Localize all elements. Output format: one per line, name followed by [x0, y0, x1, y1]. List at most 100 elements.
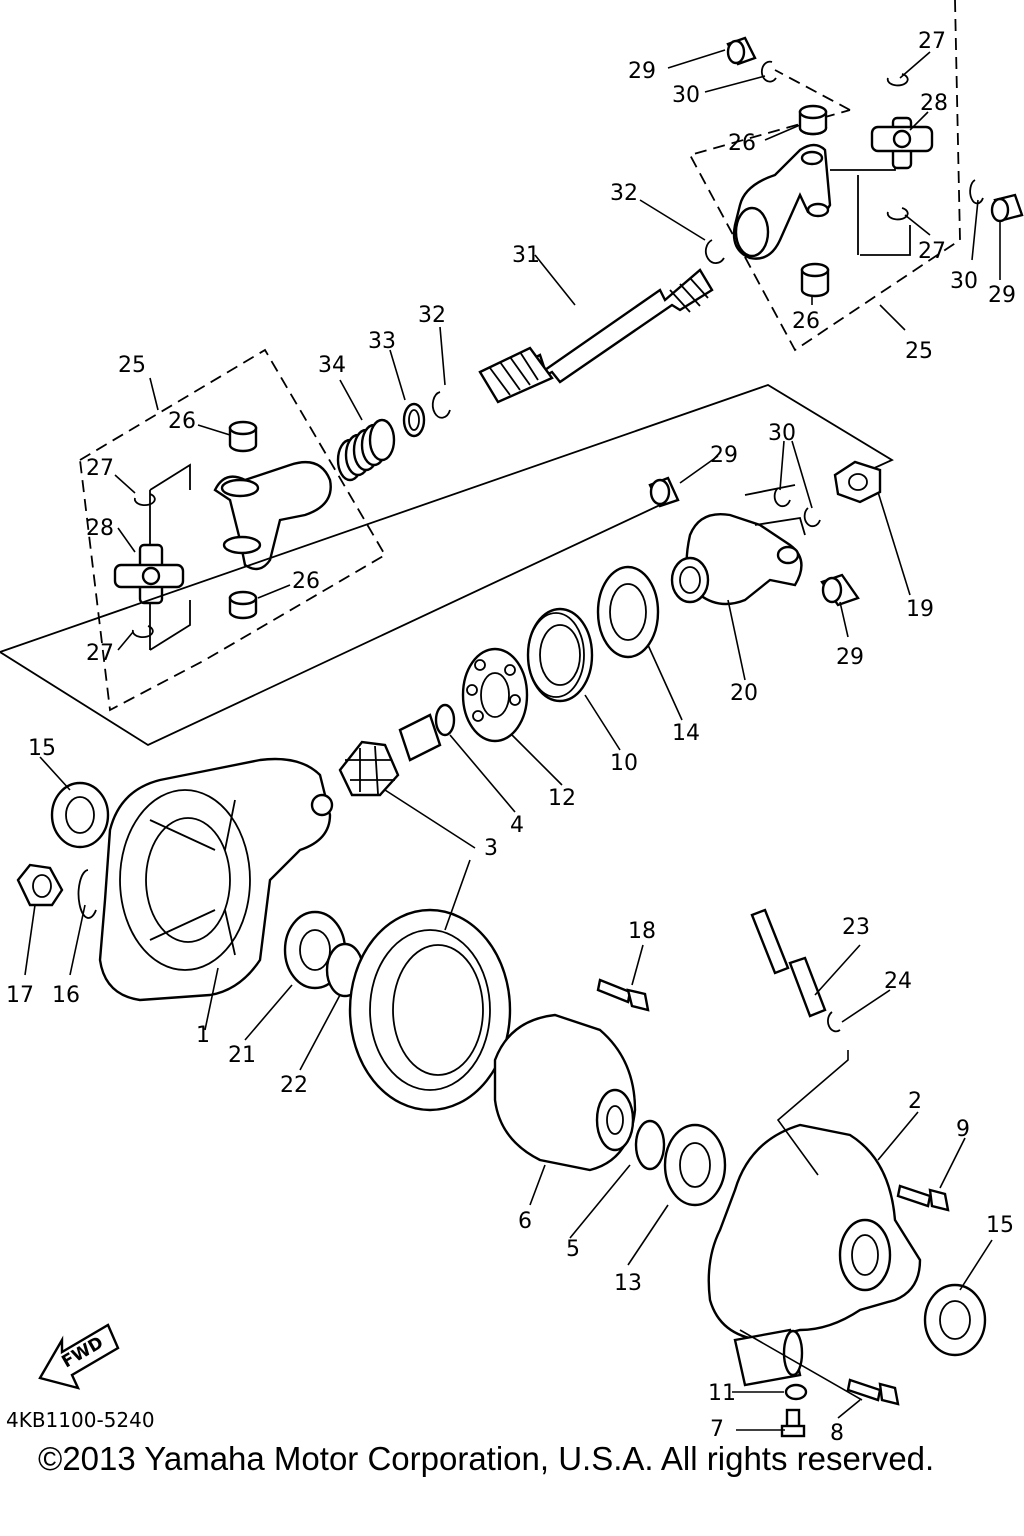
- callout-17: 17: [6, 983, 34, 1008]
- callout-31: 31: [512, 243, 540, 268]
- callout-13: 13: [614, 1271, 642, 1296]
- callout-32: 32: [418, 303, 446, 328]
- callout-26: 26: [792, 309, 820, 334]
- callout-19: 19: [906, 597, 934, 622]
- fwd-arrow: FWD: [38, 1323, 120, 1390]
- clip-24: [827, 1011, 841, 1033]
- bearing-cap-26-left-top: [228, 420, 258, 453]
- oil-seal-14: [596, 565, 660, 659]
- copyright-notice: ©2013 Yamaha Motor Corporation, U.S.A. A…: [38, 1440, 934, 1477]
- spring-34: [336, 418, 396, 482]
- callout-7: 7: [710, 1417, 724, 1442]
- bolt-9: [896, 1184, 950, 1212]
- circlip-30-mid-b: [803, 507, 821, 528]
- callout-14: 14: [672, 721, 700, 746]
- oil-seal-15-right: [923, 1283, 987, 1357]
- callout-28: 28: [920, 91, 948, 116]
- circlip-27-upper: [886, 73, 909, 87]
- bolt-18: [596, 978, 650, 1012]
- callout-10: 10: [610, 751, 638, 776]
- leader-lines: [24, 49, 1001, 1431]
- drain-bolt-7: [780, 1408, 806, 1438]
- differential-6: [493, 1013, 637, 1172]
- bearing-13: [663, 1123, 727, 1207]
- circlip-27-left-bottom: [131, 625, 154, 639]
- callout-27: 27: [86, 456, 114, 481]
- callout-29: 29: [988, 283, 1016, 308]
- callout-27: 27: [918, 29, 946, 54]
- callout-29: 29: [836, 645, 864, 670]
- diagram-code: 4KB1100-5240: [6, 1408, 155, 1432]
- callout-26: 26: [292, 569, 320, 594]
- gear-case-2: [707, 1123, 922, 1387]
- bearing-cup-29-mid: [648, 476, 680, 508]
- callout-3: 3: [484, 836, 498, 861]
- bearing-cup-29-lower: [820, 573, 860, 607]
- callout-32: 32: [610, 181, 638, 206]
- circlip-27-left-top: [133, 493, 156, 507]
- callout-5: 5: [566, 1237, 580, 1262]
- o-ring-16: [77, 869, 97, 919]
- callout-15: 15: [986, 1213, 1014, 1238]
- callout-28: 28: [86, 516, 114, 541]
- callout-30: 30: [768, 421, 796, 446]
- shim-5: [634, 1119, 666, 1171]
- washer-33: [402, 402, 426, 438]
- yoke-flange-20: [670, 513, 803, 606]
- callout-29: 29: [628, 59, 656, 84]
- callout-1: 1: [196, 1023, 210, 1048]
- circlip-30-right: [969, 179, 984, 205]
- callout-26: 26: [728, 131, 756, 156]
- callout-20: 20: [730, 681, 758, 706]
- callout-29: 29: [710, 443, 738, 468]
- pins-23: [750, 908, 827, 1018]
- bracket-mid: [744, 484, 806, 536]
- bearing-12: [461, 647, 529, 743]
- circlip-30-upper: [760, 60, 777, 83]
- spider-cross-upper-right: [870, 116, 934, 170]
- callout-6: 6: [518, 1209, 532, 1234]
- assembly-box-left: [79, 348, 387, 712]
- callout-4: 4: [510, 813, 524, 838]
- callout-26: 26: [168, 409, 196, 434]
- callout-24: 24: [884, 969, 912, 994]
- callout-30: 30: [950, 269, 978, 294]
- callout-27: 27: [918, 239, 946, 264]
- ring-gear: [348, 908, 512, 1112]
- circlip-32-lower: [431, 391, 451, 419]
- callout-30: 30: [672, 83, 700, 108]
- gear-case-1: [98, 757, 334, 1002]
- callout-15: 15: [28, 736, 56, 761]
- bearing-cup-29-right: [990, 193, 1024, 223]
- assembly-box-upper-right: [688, 0, 961, 352]
- drive-pinion-gear: [338, 713, 442, 797]
- drive-shaft-31: [478, 268, 714, 404]
- callout-21: 21: [228, 1043, 256, 1068]
- bearing-10: [526, 607, 594, 703]
- spider-cross-left: [113, 543, 185, 605]
- callout-8: 8: [830, 1421, 844, 1446]
- callout-18: 18: [628, 919, 656, 944]
- washer-11: [784, 1383, 808, 1401]
- callout-12: 12: [548, 786, 576, 811]
- nut-19: [833, 460, 882, 504]
- callout-11: 11: [708, 1381, 736, 1406]
- bearing-cap-26-left-bottom: [228, 590, 258, 620]
- callout-25: 25: [905, 339, 933, 364]
- callout-33: 33: [368, 329, 396, 354]
- callout-22: 22: [280, 1073, 308, 1098]
- callout-27: 27: [86, 641, 114, 666]
- callout-25: 25: [118, 353, 146, 378]
- nut-17: [16, 863, 64, 907]
- bearing-cup-29-upper: [726, 36, 757, 66]
- bolt-8: [846, 1378, 900, 1406]
- circlip-32-upper: [704, 239, 725, 264]
- circlip-27-lower: [886, 207, 909, 221]
- oil-seal-15-left: [50, 781, 110, 849]
- yoke-left: [213, 460, 332, 571]
- bearing-cap-26-top: [798, 104, 828, 136]
- callout-23: 23: [842, 915, 870, 940]
- callout-2: 2: [908, 1089, 922, 1114]
